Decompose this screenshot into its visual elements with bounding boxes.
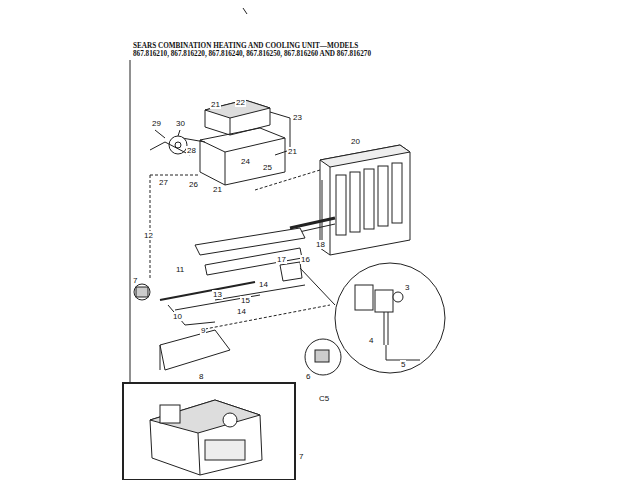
callout-number: 28 bbox=[186, 146, 197, 155]
callout-number: 17 bbox=[276, 255, 287, 264]
callout-number: 13 bbox=[212, 290, 223, 299]
callout-number: 16 bbox=[300, 255, 311, 264]
callout-number: 7 bbox=[132, 276, 138, 285]
callout-number: C5 bbox=[318, 394, 330, 403]
callout-number: 5 bbox=[400, 360, 406, 369]
callout-number: 21 bbox=[287, 147, 298, 156]
callout-number: 7 bbox=[298, 452, 304, 461]
callout-number: 15 bbox=[240, 296, 251, 305]
callout-number: 12 bbox=[143, 231, 154, 240]
callout-number: 26 bbox=[188, 180, 199, 189]
callout-number: 9 bbox=[200, 326, 206, 335]
callout-number: 20 bbox=[350, 137, 361, 146]
callout-number: 23 bbox=[292, 113, 303, 122]
callout-number: 24 bbox=[240, 157, 251, 166]
callout-number: 4 bbox=[368, 336, 374, 345]
callout-number: 18 bbox=[315, 240, 326, 249]
callout-number: 10 bbox=[172, 312, 183, 321]
callout-number: 21 bbox=[212, 185, 223, 194]
callout-number: 22 bbox=[235, 98, 246, 107]
callout-number: 25 bbox=[262, 163, 273, 172]
callout-number: 11 bbox=[175, 265, 185, 274]
callout-number: 14 bbox=[236, 307, 247, 316]
callout-number: 8 bbox=[198, 372, 204, 381]
callout-number: 14 bbox=[258, 280, 269, 289]
diagram-title: SEARS COMBINATION HEATING AND COOLING UN… bbox=[133, 42, 383, 58]
callout-number: 21 bbox=[210, 100, 221, 109]
callout-number: 27 bbox=[158, 178, 169, 187]
callout-number: 30 bbox=[175, 119, 186, 128]
callout-number: 6 bbox=[305, 372, 311, 381]
callout-number: 3 bbox=[404, 283, 410, 292]
callout-number: 29 bbox=[151, 119, 162, 128]
